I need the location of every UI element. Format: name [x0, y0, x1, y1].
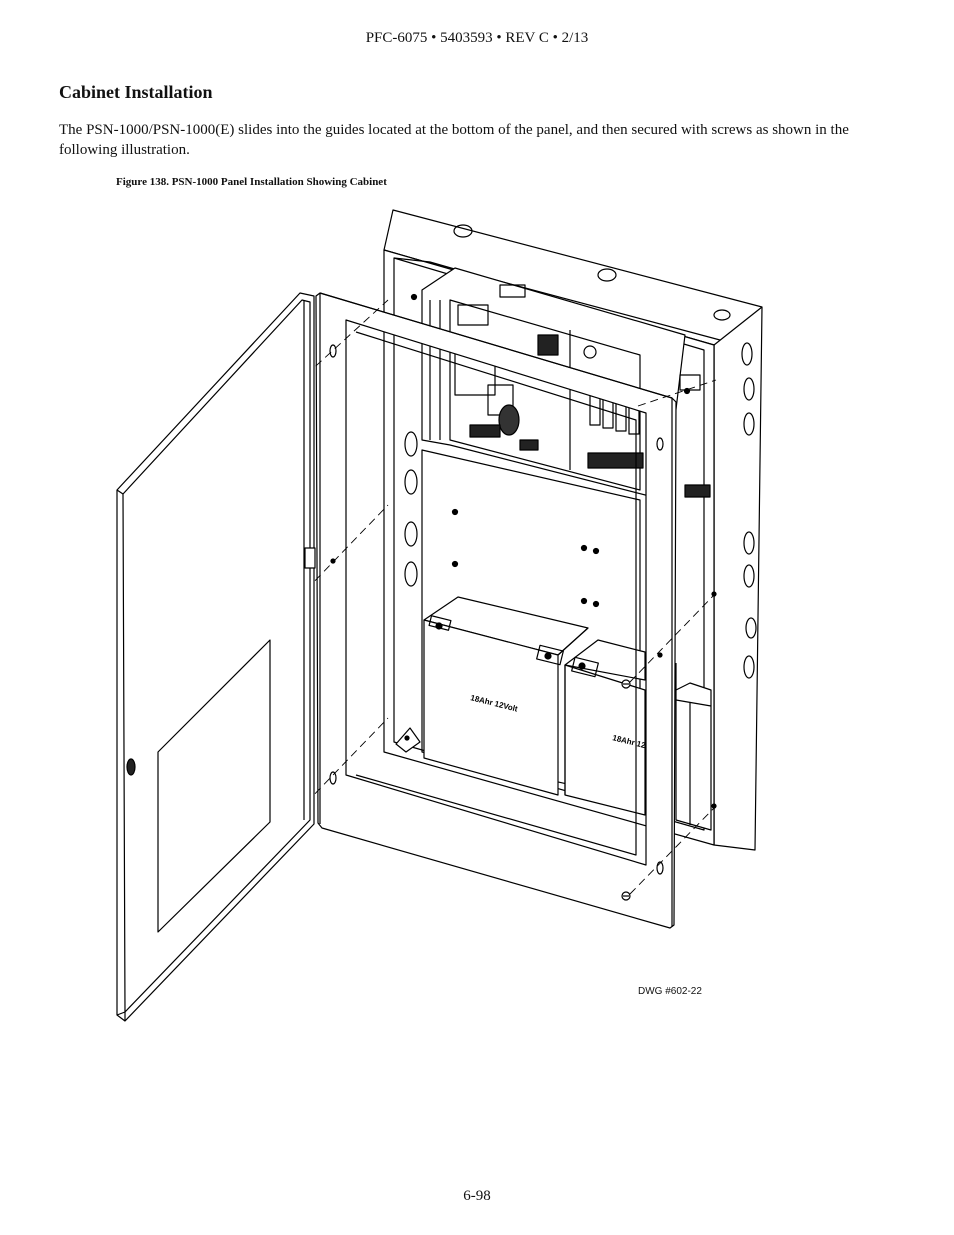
- top-knockout-2: [597, 268, 617, 282]
- cabinet-door: [116, 292, 316, 1022]
- side-knockout: [743, 564, 755, 588]
- battery-bracket: [675, 663, 712, 831]
- side-knockout: [743, 531, 755, 555]
- document-header: PFC-6075 • 5403593 • REV C • 2/13: [365, 30, 589, 46]
- figure-caption: Figure 138. PSN-1000 Panel Installation …: [116, 176, 387, 188]
- cabinet-installation-drawing: 18Ahr 12Volt 18Ahr 12V: [116, 209, 763, 1022]
- side-knockout: [741, 342, 753, 366]
- side-knockout: [743, 655, 755, 679]
- body-paragraph: The PSN-1000/PSN-1000(E) slides into the…: [59, 122, 849, 158]
- door-window: [157, 639, 271, 933]
- side-knockout: [743, 412, 755, 436]
- section-title: Cabinet Installation: [59, 82, 213, 102]
- alignment-lines: [305, 299, 717, 895]
- drawing-number: DWG #602-22: [638, 986, 702, 997]
- side-knockout: [404, 431, 418, 457]
- top-knockout-3: [713, 309, 731, 321]
- side-knockout: [404, 561, 418, 587]
- side-knockout: [743, 377, 755, 401]
- door-lock-icon: [126, 758, 136, 776]
- side-knockout: [404, 469, 418, 495]
- trim-ring: [315, 292, 677, 929]
- battery-2: 18Ahr 12V: [564, 639, 652, 816]
- side-knockout: [745, 617, 757, 639]
- top-knockout-1: [453, 224, 473, 238]
- battery-1: 18Ahr 12Volt: [423, 596, 589, 796]
- page-number: 6-98: [463, 1188, 491, 1204]
- side-knockout: [404, 521, 418, 547]
